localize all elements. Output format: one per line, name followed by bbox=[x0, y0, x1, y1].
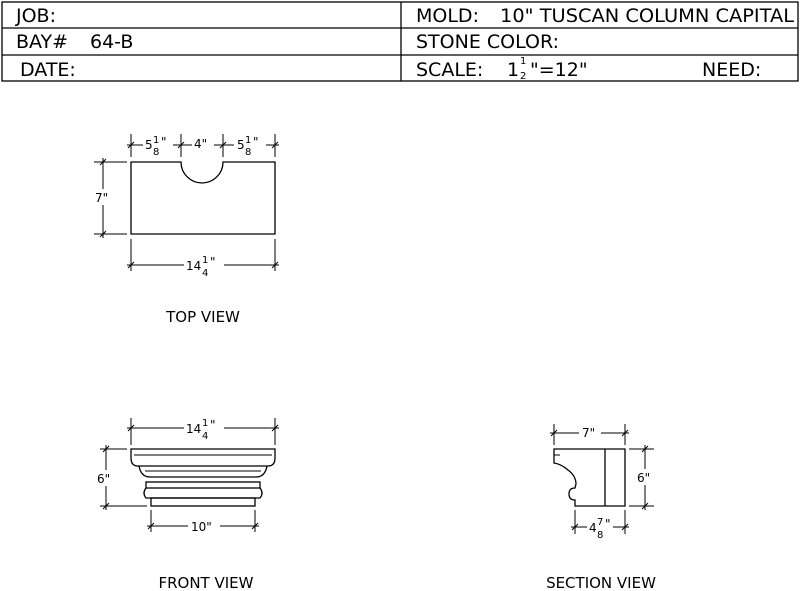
dimension-tick bbox=[99, 230, 107, 238]
top-view: 5 1 8 " 4" 5 1 8 " 7" 14 1 4 " TOP VIEW bbox=[93, 134, 279, 326]
dimension-tick bbox=[99, 158, 107, 166]
dimension-text-gap bbox=[143, 134, 173, 156]
dimension-text-gap bbox=[93, 189, 111, 205]
front-view-abacus bbox=[130, 448, 276, 467]
bay-label: BAY# bbox=[16, 31, 68, 53]
scale-label: SCALE: bbox=[416, 59, 483, 81]
dimension-tick bbox=[641, 445, 649, 453]
top-dim-right-numerator: 1 bbox=[245, 135, 251, 146]
top-dim-left-numerator: 1 bbox=[153, 135, 159, 146]
top-view-outline bbox=[130, 161, 276, 235]
date-label: DATE: bbox=[20, 59, 76, 81]
top-dim-width-unit: " bbox=[210, 255, 216, 269]
top-dim-width-numerator: 1 bbox=[202, 255, 208, 266]
top-dim-left-whole: 5 bbox=[145, 138, 153, 152]
front-dim-height: 6" bbox=[97, 472, 110, 486]
front-view-neck bbox=[150, 497, 256, 507]
dimension-text-gap bbox=[579, 425, 601, 440]
section-dim-height: 6" bbox=[637, 471, 650, 485]
top-dim-right-denominator: 8 bbox=[245, 147, 251, 158]
dimension-tick bbox=[127, 424, 135, 432]
front-view-echinus bbox=[138, 465, 268, 478]
top-view-label: TOP VIEW bbox=[165, 308, 240, 326]
top-dim-middle: 4" bbox=[194, 137, 207, 151]
front-view: 14 1 4 " 6" 10" FRONT VIEW bbox=[96, 417, 279, 591]
bay-value: 64-B bbox=[90, 31, 133, 53]
front-dim-bottom: 10" bbox=[191, 520, 212, 534]
dimension-tick bbox=[271, 261, 279, 269]
dimension-tick bbox=[271, 141, 279, 149]
dimension-tick bbox=[102, 445, 110, 453]
dimension-tick bbox=[102, 502, 110, 510]
section-dim-bottom-unit: " bbox=[605, 517, 611, 531]
top-dim-right-whole: 5 bbox=[237, 138, 245, 152]
dimension-tick bbox=[621, 429, 629, 437]
dimension-text-gap bbox=[184, 254, 224, 278]
dimension-tick bbox=[177, 141, 185, 149]
dimension-text-gap bbox=[96, 470, 114, 486]
dimension-text-gap bbox=[635, 469, 655, 485]
dimension-tick bbox=[127, 261, 135, 269]
dimension-text-gap bbox=[234, 134, 266, 156]
dimension-tick bbox=[219, 141, 227, 149]
dimension-text-gap bbox=[587, 515, 613, 541]
dimension-tick bbox=[550, 429, 558, 437]
top-dim-height: 7" bbox=[95, 191, 108, 205]
front-dim-top-denominator: 4 bbox=[202, 431, 208, 442]
scale-rest: "=12" bbox=[530, 59, 588, 81]
scale-fraction-denominator: 2 bbox=[520, 71, 526, 82]
mold-label: MOLD: bbox=[416, 5, 479, 27]
need-label: NEED: bbox=[702, 59, 761, 81]
section-dim-top: 7" bbox=[582, 426, 595, 440]
dimension-tick bbox=[127, 141, 135, 149]
top-dim-width-denominator: 4 bbox=[202, 268, 208, 279]
section-view: 7" 6" 4 7 8 " SECTION VIEW bbox=[546, 424, 656, 591]
dimension-text-gap bbox=[192, 137, 214, 151]
dimension-tick bbox=[251, 522, 259, 530]
job-label: JOB: bbox=[15, 5, 56, 27]
section-dim-bottom-whole: 4 bbox=[589, 521, 597, 535]
section-view-profile bbox=[553, 448, 626, 507]
front-view-fillet bbox=[145, 481, 261, 489]
dimension-text-gap bbox=[184, 417, 224, 441]
scale-fraction-numerator: 1 bbox=[520, 56, 526, 67]
title-block-border bbox=[1, 1, 799, 82]
front-dim-top-whole: 14 bbox=[186, 422, 201, 436]
top-dim-right-unit: " bbox=[253, 135, 259, 149]
front-view-label: FRONT VIEW bbox=[158, 574, 253, 591]
top-dim-left-denominator: 8 bbox=[153, 147, 159, 158]
dimension-tick bbox=[271, 424, 279, 432]
front-dim-top-numerator: 1 bbox=[202, 418, 208, 429]
dimension-tick bbox=[571, 523, 579, 531]
section-dim-bottom-denominator: 8 bbox=[597, 530, 603, 541]
front-view-astragal bbox=[143, 487, 263, 499]
dimension-text-gap bbox=[188, 518, 220, 534]
stone-color-label: STONE COLOR: bbox=[416, 31, 559, 53]
dimension-tick bbox=[641, 502, 649, 510]
scale-whole: 1 bbox=[507, 59, 519, 81]
top-dim-left-unit: " bbox=[161, 135, 167, 149]
top-dim-width-whole: 14 bbox=[186, 259, 201, 273]
front-dim-top-unit: " bbox=[210, 418, 216, 432]
dimension-tick bbox=[147, 522, 155, 530]
section-dim-bottom-numerator: 7 bbox=[597, 517, 603, 528]
section-view-label: SECTION VIEW bbox=[546, 574, 656, 591]
title-block: JOB: BAY# 64-B DATE: MOLD: 10" TUSCAN CO… bbox=[1, 1, 799, 82]
dimension-tick bbox=[621, 523, 629, 531]
mold-value: 10" TUSCAN COLUMN CAPITAL bbox=[500, 5, 794, 27]
